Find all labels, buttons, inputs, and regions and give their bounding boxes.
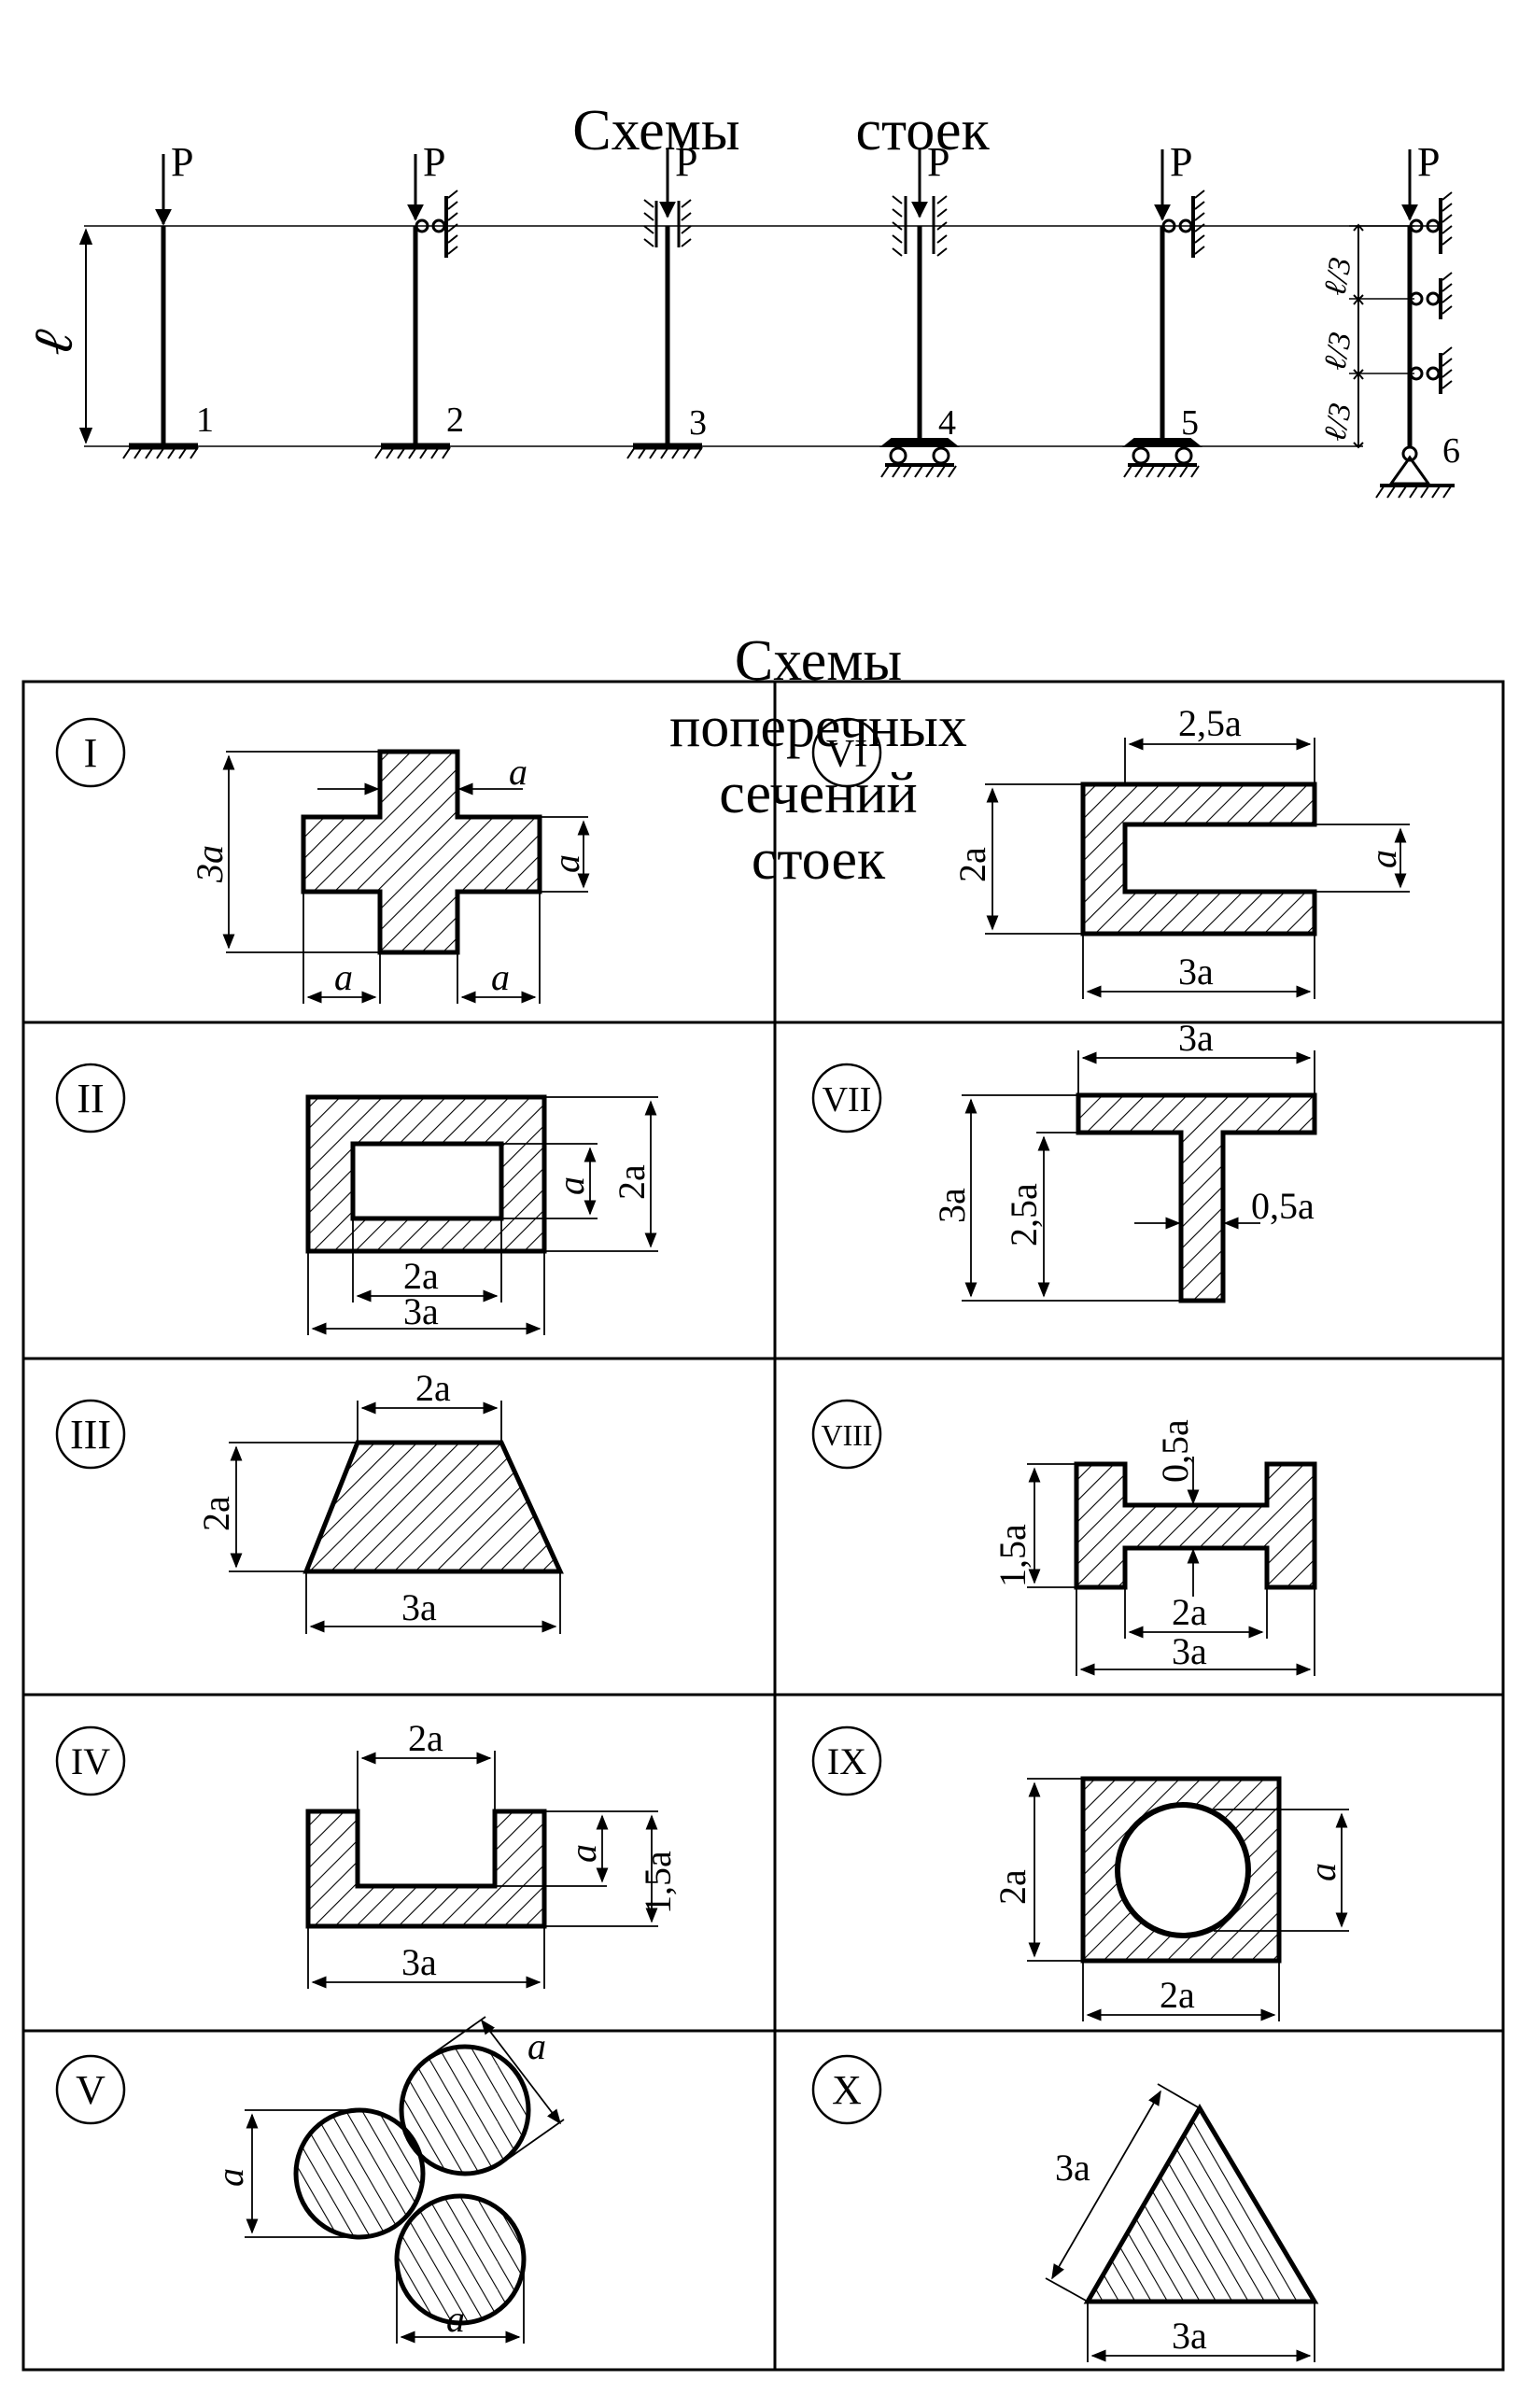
dim-VII-3a-height: 3a xyxy=(931,1188,973,1223)
column-5 xyxy=(1122,149,1205,478)
dim-VI-a: a xyxy=(1362,850,1404,868)
dim-II-2a-height: 2a xyxy=(611,1164,653,1200)
load-label-2: P xyxy=(423,139,445,185)
section-V-three-circles: a a a xyxy=(209,2016,565,2344)
column-6 xyxy=(1349,149,1455,499)
section-label-VI: VI xyxy=(811,717,882,788)
section-VI-channel: 2,5a 2a a 3a xyxy=(951,702,1410,999)
dim-VII-0-5a: 0,5a xyxy=(1251,1185,1315,1227)
dim-VIII-3a: 3a xyxy=(1172,1630,1207,1672)
dim-VI-2a: 2a xyxy=(951,847,993,882)
section-label-VIII: VIII xyxy=(811,1399,882,1470)
columns-heading: Схемы стоек xyxy=(0,32,1533,164)
dim-IV-a: a xyxy=(562,1844,604,1863)
dim-I-3a: 3a xyxy=(189,845,231,883)
dim-III-3a: 3a xyxy=(401,1586,437,1628)
dim-X-3a-side: 3a xyxy=(1055,2147,1090,2189)
dim-VII-2-5a: 2,5a xyxy=(1003,1183,1045,1246)
section-label-I: I xyxy=(55,717,126,788)
dim-II-a: a xyxy=(550,1176,592,1195)
third-label-3: ℓ/3 xyxy=(1317,401,1357,444)
load-label-6: P xyxy=(1417,139,1440,185)
section-label-VII: VII xyxy=(811,1063,882,1134)
section-X-triangle: 3a 3a xyxy=(1045,2083,1319,2362)
svg-text:VIII: VIII xyxy=(821,1418,872,1452)
svg-text:IV: IV xyxy=(71,1740,110,1782)
section-labels: I VI II VII III VIII IV IX V X xyxy=(55,717,882,2125)
dim-V-a-left: a xyxy=(209,2168,251,2187)
load-label-1: P xyxy=(171,139,193,185)
section-label-X: X xyxy=(811,2054,882,2125)
dim-II-3a: 3a xyxy=(403,1290,439,1332)
column-1 xyxy=(122,154,199,459)
dim-I-a-left-bottom: a xyxy=(334,956,353,998)
load-label-3: P xyxy=(675,139,697,185)
dim-VIII-1-5a: 1,5a xyxy=(992,1524,1034,1587)
svg-text:V: V xyxy=(76,2067,105,2113)
svg-text:X: X xyxy=(832,2067,862,2113)
dim-IV-2a: 2a xyxy=(408,1717,443,1759)
column-2 xyxy=(374,154,458,459)
columns-heading-word-2: стоек xyxy=(855,99,990,162)
svg-text:II: II xyxy=(77,1076,104,1121)
section-label-IX: IX xyxy=(811,1725,882,1796)
dim-IX-2a-height: 2a xyxy=(992,1869,1034,1905)
load-label-4: P xyxy=(927,139,949,185)
dim-IV-1-5a: 1,5a xyxy=(637,1851,679,1914)
section-label-V: V xyxy=(55,2054,126,2125)
sections-table xyxy=(21,680,1505,2372)
dim-VIII-2a: 2a xyxy=(1172,1591,1207,1633)
dim-V-a-diagonal: a xyxy=(527,2025,546,2067)
column-number-6: 6 xyxy=(1442,431,1460,471)
third-label-1: ℓ/3 xyxy=(1317,255,1357,298)
column-3 xyxy=(626,149,703,459)
sections-heading-word-2: поперечных xyxy=(669,696,967,759)
svg-text:IX: IX xyxy=(827,1740,866,1782)
column-number-2: 2 xyxy=(446,401,464,440)
section-label-III: III xyxy=(55,1399,126,1470)
section-IV-u-section: 2a a 1,5a 3a xyxy=(305,1717,679,1989)
section-IX-square-with-hole: 2a a 2a xyxy=(992,1776,1349,2021)
column-number-4: 4 xyxy=(938,403,956,443)
dim-III-2a-height: 2a xyxy=(195,1496,237,1531)
dim-IX-a: a xyxy=(1301,1863,1343,1881)
dim-X-3a-base: 3a xyxy=(1172,2315,1207,2357)
dim-I-a-right-bottom: a xyxy=(491,956,510,998)
svg-text:I: I xyxy=(84,730,98,776)
dim-V-a-bottom: a xyxy=(446,2298,465,2340)
sections-heading: Схемы поперечных сечений стоек xyxy=(0,562,1533,894)
length-label: ℓ xyxy=(21,326,85,359)
column-4 xyxy=(879,149,960,478)
third-label-2: ℓ/3 xyxy=(1317,330,1357,373)
svg-text:VI: VI xyxy=(826,733,867,776)
dim-II-2a-width: 2a xyxy=(403,1255,439,1297)
section-II-hollow-rectangle: a 2a 2a 3a xyxy=(305,1094,658,1335)
section-label-II: II xyxy=(55,1063,126,1134)
column-number-1: 1 xyxy=(196,401,214,440)
dim-VI-2-5a: 2,5a xyxy=(1178,702,1242,744)
dim-VII-3a-width: 3a xyxy=(1178,1017,1214,1059)
section-label-IV: IV xyxy=(55,1725,126,1796)
svg-text:III: III xyxy=(70,1412,111,1457)
load-label-5: P xyxy=(1170,139,1192,185)
dim-IV-3a: 3a xyxy=(401,1941,437,1983)
svg-text:VII: VII xyxy=(823,1080,872,1120)
dim-I-a-top: a xyxy=(509,751,527,793)
dim-I-a-right: a xyxy=(545,854,587,873)
column-schemes xyxy=(78,149,1455,499)
dim-VIII-0-5a: 0,5a xyxy=(1154,1419,1196,1483)
columns-heading-word-1: Схемы xyxy=(572,99,740,162)
dim-IX-2a-width: 2a xyxy=(1160,1974,1195,2016)
column-scheme-labels: P P P P P P ℓ 1 2 3 4 5 6 ℓ/3 ℓ/3 ℓ/3 xyxy=(21,139,1460,471)
section-VII-tee: 3a 3a 2,5a 0,5a xyxy=(931,1017,1317,1303)
section-III-trapezoid: 2a 2a 3a xyxy=(195,1367,564,1634)
dim-III-2a-top: 2a xyxy=(415,1367,451,1409)
column-number-3: 3 xyxy=(689,403,707,443)
section-I-cross: a 3a a a a xyxy=(189,749,590,1004)
column-number-5: 5 xyxy=(1181,403,1199,443)
dim-VI-3a: 3a xyxy=(1178,951,1214,993)
section-VIII-double-tee: 0,5a 1,5a 2a 3a xyxy=(992,1419,1317,1676)
